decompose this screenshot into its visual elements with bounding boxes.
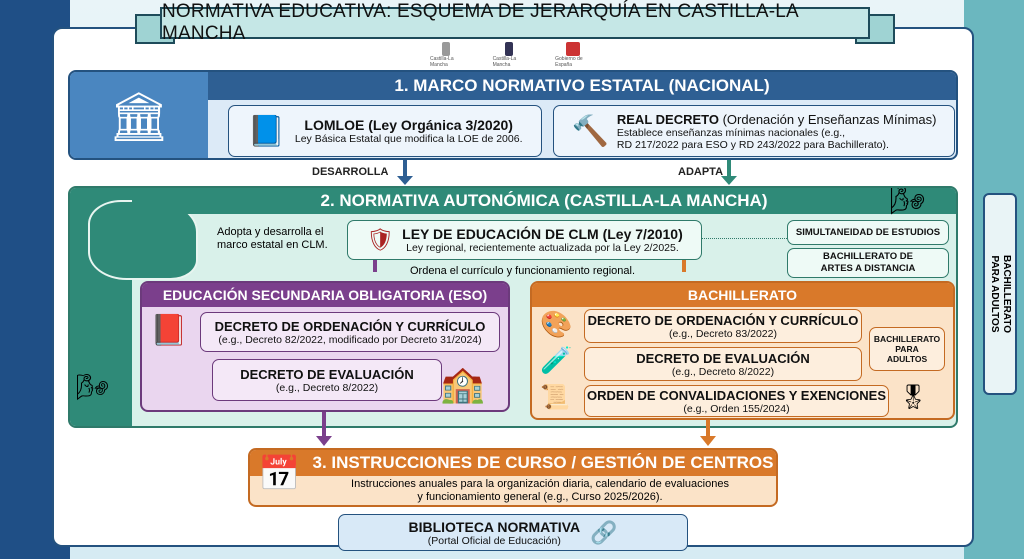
arrow-to-bach <box>682 260 686 272</box>
arrow-head <box>397 176 413 185</box>
arrow-head <box>316 436 332 446</box>
section-regional-title: 2. NORMATIVA AUTONÓMICA (CASTILLA-LA MAN… <box>132 188 956 214</box>
bach-convalidaciones-desc: (e.g., Orden 155/2024) <box>683 402 790 415</box>
bach-artes-line2: ARTES A DISTANCIA <box>820 263 916 274</box>
lomloe-card[interactable]: 📘 LOMLOE (Ley Orgánica 3/2020) Ley Básic… <box>228 105 542 157</box>
eso-ordenacion-title: DECRETO DE ORDENACIÓN Y CURRÍCULO <box>214 318 486 334</box>
ley-clm-desc: Ley regional, recientemente actualizada … <box>406 242 679 254</box>
side-tab-line1: BACHILLERATO <box>1001 255 1012 333</box>
section-instrucciones-title: 3. INSTRUCCIONES DE CURSO / GESTIÓN DE C… <box>250 450 776 476</box>
adultos-line1: BACHILLERATO <box>873 334 941 344</box>
side-tab-adultos: BACHILLERATO PARA ADULTOS <box>983 193 1017 395</box>
adultos-line3: ADULTOS <box>886 354 928 364</box>
eso-ordenacion-card[interactable]: DECRETO DE ORDENACIÓN Y CURRÍCULO (e.g.,… <box>200 312 500 352</box>
side-tab-line2: PARA ADULTOS <box>989 255 1000 333</box>
bach-evaluacion-title: DECRETO DE EVALUACIÓN <box>636 350 810 366</box>
arrow-label-adapta: ADAPTA <box>678 166 724 178</box>
ley-clm-title: LEY DE EDUCACIÓN DE CLM (Ley 7/2010) <box>402 226 683 242</box>
law-book-icon: 📘 <box>247 114 285 148</box>
palette-icon: 🎨 <box>540 309 573 339</box>
real-decreto-card[interactable]: 🔨 REAL DECRETO (Ordenación y Enseñanzas … <box>553 105 955 157</box>
bach-ordenacion-card[interactable]: DECRETO DE ORDENACIÓN Y CURRÍCULO (e.g.,… <box>584 309 862 343</box>
biblioteca-title: BIBLIOTECA NORMATIVA <box>408 518 581 535</box>
bach-evaluacion-desc: (e.g., Decreto 8/2022) <box>671 365 775 378</box>
real-decreto-desc2: RD 217/2022 para ESO y RD 243/2022 para … <box>616 138 889 151</box>
eso-title: EDUCACIÓN SECUNDARIA OBLIGATORIA (ESO) <box>142 283 508 307</box>
calendar-clock-icon: 📅 <box>258 455 301 493</box>
eso-ordenacion-desc: (e.g., Decreto 82/2022, modificado por D… <box>218 333 482 346</box>
bach-evaluacion-card[interactable]: DECRETO DE EVALUACIÓN (e.g., Decreto 8/2… <box>584 347 862 381</box>
section-instrucciones: 3. INSTRUCCIONES DE CURSO / GESTIÓN DE C… <box>248 448 778 507</box>
arrow-label-desarrolla: DESARROLLA <box>312 166 389 178</box>
arrow-head <box>721 176 737 185</box>
link-icon: 🔗 <box>590 519 618 545</box>
bach-artes-line1: BACHILLERATO DE <box>823 251 913 262</box>
bach-convalidaciones-title: ORDEN DE CONVALIDACIONES Y EXENCIONES <box>586 387 887 403</box>
simultaneidad-card[interactable]: SIMULTANEIDAD DE ESTUDIOS <box>787 220 949 245</box>
connector-line <box>702 238 787 239</box>
arrow-to-eso <box>373 260 377 272</box>
biblioteca-normativa-link[interactable]: BIBLIOTECA NORMATIVA (Portal Oficial de … <box>338 514 688 551</box>
section-national: 🏛 1. MARCO NORMATIVO ESTATAL (NACIONAL) … <box>68 70 958 160</box>
biblioteca-subtitle: (Portal Oficial de Educación) <box>427 534 561 547</box>
logos: Castilla-La Mancha Castilla-La Mancha Go… <box>430 42 590 68</box>
arrow-adapta <box>727 160 731 178</box>
parliament-icon: 🏛 <box>70 72 208 158</box>
windmill-icon-small: 🌬 <box>76 372 110 402</box>
arrow-bach-to-instrucciones <box>706 420 710 438</box>
logo-clm-1: Castilla-La Mancha <box>430 42 463 68</box>
bach-ordenacion-desc: (e.g., Decreto 83/2022) <box>669 327 777 340</box>
bach-convalidaciones-card[interactable]: ORDEN DE CONVALIDACIONES Y EXENCIONES (e… <box>584 385 889 417</box>
certificate-icon: 📜 <box>540 384 570 411</box>
arrow-desarrolla <box>403 160 407 178</box>
real-decreto-subtitle: (Ordenación y Enseñanzas Mínimas) <box>722 111 937 127</box>
bachillerato-section: BACHILLERATO 🎨 🧪 📜 DECRETO DE ORDENACIÓN… <box>530 281 955 420</box>
bachillerato-title: BACHILLERATO <box>532 283 953 307</box>
eso-evaluacion-card[interactable]: DECRETO DE EVALUACIÓN (e.g., Decreto 8/2… <box>212 359 442 401</box>
bach-ordenacion-title: DECRETO DE ORDENACIÓN Y CURRÍCULO <box>587 312 859 328</box>
clm-coat-of-arms-icon: 🛡 <box>366 227 395 252</box>
school-icon: 🏫 <box>440 363 485 404</box>
lomloe-title: LOMLOE (Ley Orgánica 3/2020) <box>304 117 513 133</box>
windmill-icon: 🌬 <box>890 186 926 216</box>
eso-section: EDUCACIÓN SECUNDARIA OBLIGATORIA (ESO) 📕… <box>140 281 510 412</box>
arrow-eso-to-instrucciones <box>322 412 326 438</box>
logo-clm-2: Castilla-La Mancha <box>493 42 526 68</box>
page-title: NORMATIVA EDUCATIVA: ESQUEMA DE JERARQUÍ… <box>160 1 870 44</box>
real-decreto-desc1: Establece enseñanzas mínimas nacionales … <box>616 126 846 139</box>
ordena-text: Ordena el currículo y funcionamiento reg… <box>410 265 636 277</box>
eso-evaluacion-title: DECRETO DE EVALUACIÓN <box>240 366 414 382</box>
gavel-icon: 🔨 <box>571 114 609 148</box>
flask-icon: 🧪 <box>540 345 573 375</box>
diploma-icon: 🎖 <box>898 384 929 411</box>
ley-clm-card[interactable]: 🛡 LEY DE EDUCACIÓN DE CLM (Ley 7/2010) L… <box>347 220 702 260</box>
eso-evaluacion-desc: (e.g., Decreto 8/2022) <box>275 381 379 394</box>
adultos-line2: PARA <box>895 344 919 354</box>
book-icon: 📕 <box>150 314 188 347</box>
lomloe-desc: Ley Básica Estatal que modifica la LOE d… <box>294 133 523 145</box>
real-decreto-title: REAL DECRETO <box>616 111 719 127</box>
section-national-title: 1. MARCO NORMATIVO ESTATAL (NACIONAL) <box>208 72 956 100</box>
logo-gobierno: Gobierno de España <box>555 42 590 68</box>
arrow-head <box>700 436 716 446</box>
section-instrucciones-desc: Instrucciones anuales para la organizaci… <box>351 478 729 503</box>
